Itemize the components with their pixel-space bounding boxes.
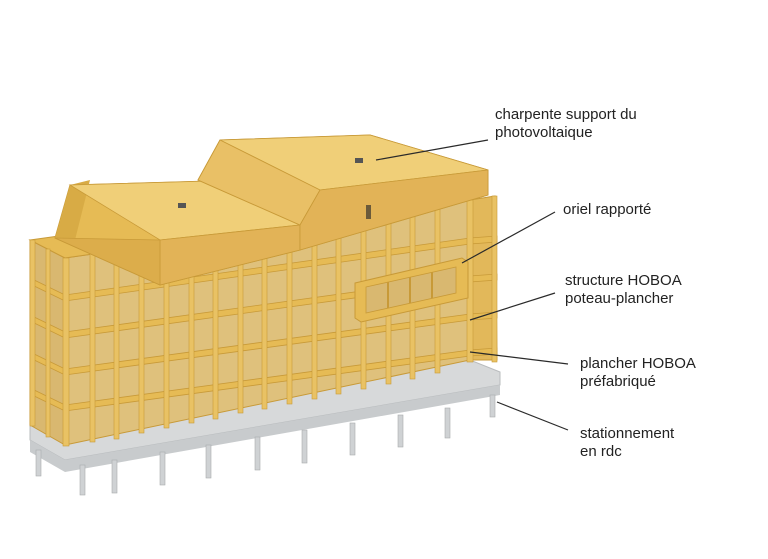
leader-structure xyxy=(469,292,556,321)
annotation-line: stationnement xyxy=(580,425,675,442)
annotation-line: oriel rapporté xyxy=(563,201,652,218)
leader-lines xyxy=(375,139,569,431)
ground-slab-front xyxy=(30,385,500,472)
leader-parking xyxy=(496,401,569,431)
annotation-line: structure HOBOA xyxy=(565,272,682,289)
leader-roof-pv xyxy=(375,139,489,161)
side-columns xyxy=(29,239,51,438)
leader-plancher xyxy=(469,351,569,365)
annotation-oriel: oriel rapporté xyxy=(563,201,651,219)
annotation-line: photovoltaique xyxy=(495,124,593,141)
annotation-structure: structure HOBOA poteau-plancher xyxy=(565,272,682,308)
annotation-line: charpente support du xyxy=(495,106,637,123)
annotation-line: plancher HOBOA xyxy=(580,355,696,372)
annotation-roof-pv: charpente support du photovoltaique xyxy=(495,106,637,142)
annotation-line: en rdc xyxy=(580,443,622,460)
annotation-parking: stationnement en rdc xyxy=(580,425,674,461)
ground-columns xyxy=(35,394,496,496)
annotation-line: préfabriqué xyxy=(580,373,656,390)
roof-volume-right xyxy=(197,134,489,251)
leader-oriel xyxy=(461,211,556,264)
annotation-line: poteau-plancher xyxy=(565,290,674,307)
annotation-plancher: plancher HOBOA préfabriqué xyxy=(580,355,696,391)
oriel-box xyxy=(354,257,469,323)
